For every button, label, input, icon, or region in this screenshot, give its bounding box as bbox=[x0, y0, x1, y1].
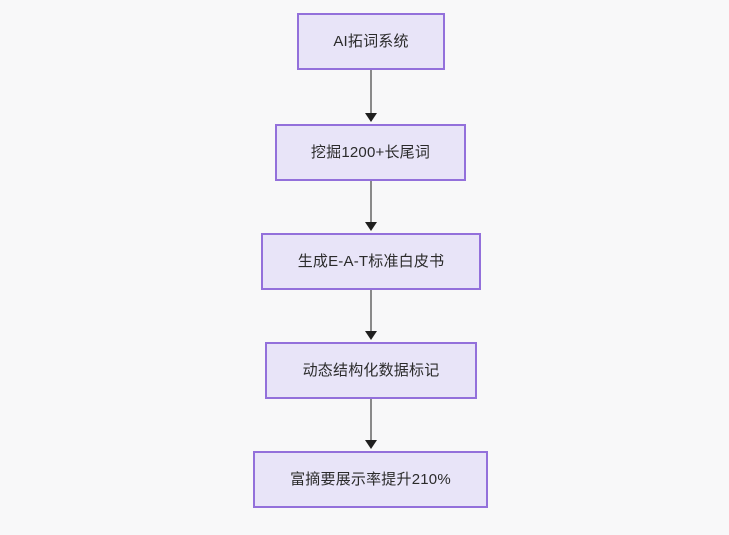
node-label: 生成E-A-T标准白皮书 bbox=[297, 253, 445, 270]
flowchart-edge-n0-n1 bbox=[370, 70, 372, 115]
flowchart-edge-n2-n3 bbox=[370, 290, 372, 335]
flowchart-edge-n3-n4 bbox=[370, 399, 372, 444]
flowchart-node-ai-keyword-system[interactable]: AI拓词系统 bbox=[297, 13, 445, 70]
arrow-down-icon bbox=[365, 222, 377, 231]
flowchart-node-dynamic-structured-data-markup[interactable]: 动态结构化数据标记 bbox=[265, 342, 477, 399]
node-label: 动态结构化数据标记 bbox=[302, 362, 440, 379]
node-label: 挖掘1200+长尾词 bbox=[310, 144, 431, 161]
flowchart-node-rich-snippet-impression-lift[interactable]: 富摘要展示率提升210% bbox=[253, 451, 488, 508]
node-label: 富摘要展示率提升210% bbox=[290, 471, 451, 488]
flowchart-node-mine-longtail-keywords[interactable]: 挖掘1200+长尾词 bbox=[275, 124, 466, 181]
arrow-down-icon bbox=[365, 113, 377, 122]
flowchart-node-generate-eat-whitepaper[interactable]: 生成E-A-T标准白皮书 bbox=[261, 233, 481, 290]
node-label: AI拓词系统 bbox=[333, 33, 409, 50]
arrow-down-icon bbox=[365, 331, 377, 340]
flowchart-edge-n1-n2 bbox=[370, 181, 372, 226]
arrow-down-icon bbox=[365, 440, 377, 449]
